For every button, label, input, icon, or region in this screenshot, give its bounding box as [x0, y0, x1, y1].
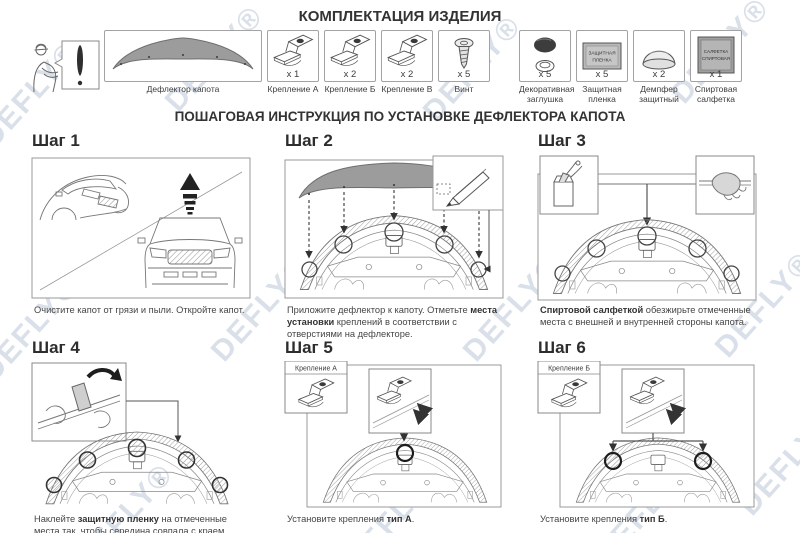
step-caption: Установите крепления тип Б. — [540, 514, 668, 524]
part-damper: x 2 Демпфер защитный — [633, 30, 685, 104]
pencil-icon — [436, 168, 490, 207]
step-2: Шаг 2 — [283, 131, 505, 339]
bracket-a-label-inset: Крепление А — [284, 361, 348, 414]
step-5: Шаг 5 Крепление А — [283, 338, 505, 533]
part-qty: x 5 — [595, 69, 609, 80]
part-film: ЗАЩИТНАЯ ПЛЕНКА x 5 Защитная пленка — [576, 30, 628, 104]
marker-circles — [554, 226, 740, 282]
step-caption: Очистите капот от грязи и пыли. Откройте… — [34, 305, 245, 315]
open-hood-car-icon — [137, 217, 243, 289]
install-bracket-inset — [368, 368, 434, 434]
install-bracket-inset — [621, 368, 687, 434]
part-bracket-b: x 2 Крепление Б — [324, 30, 376, 95]
deflector-label: Дефлектор капота — [146, 84, 220, 94]
step-caption: Приложите дефлектор к капоту. Отметьте м… — [287, 305, 498, 340]
part-label: Спиртовая салфетка — [694, 84, 738, 104]
protective-film-icon: ЗАЩИТНАЯ ПЛЕНКА — [582, 42, 622, 70]
part-label: Защитная пленка — [582, 84, 622, 104]
wipe-pack-icon — [553, 160, 583, 207]
step-title: Шаг 5 — [285, 338, 333, 357]
person-inspecting-icon — [33, 40, 100, 93]
marker-circles — [301, 222, 487, 278]
target-circles — [603, 451, 713, 471]
arrow-up-icon — [180, 173, 200, 215]
part-label: Винт — [454, 84, 474, 94]
damper-icon — [642, 50, 676, 70]
step-4-diagram — [31, 362, 229, 505]
step-3-diagram — [537, 155, 757, 301]
package-contents-title: КОМПЛЕКТАЦИЯ ИЗДЕЛИЯ — [298, 8, 502, 25]
step-caption: Установите крепления тип А. — [287, 514, 415, 524]
step-title: Шаг 6 — [538, 338, 586, 357]
step-5-diagram: Крепление А — [284, 361, 502, 508]
wiping-hand-icon — [699, 172, 751, 201]
film-marker-circles — [45, 438, 229, 494]
svg-text:ЗАЩИТНАЯ: ЗАЩИТНАЯ — [588, 51, 616, 57]
screw-arrows — [412, 402, 434, 426]
part-qty: x 2 — [652, 69, 666, 80]
step-6: Шаг 6 Крепление Б — [536, 338, 758, 533]
svg-text:СПИРТОВАЯ: СПИРТОВАЯ — [702, 56, 730, 61]
step-title: Шаг 4 — [32, 338, 80, 357]
part-qty: x 2 — [400, 69, 414, 80]
part-label: Крепление В — [381, 84, 433, 94]
pencil-inset — [432, 155, 504, 273]
part-label: Крепление Б — [324, 84, 376, 94]
apply-film-icon — [37, 368, 122, 430]
part-qty: x 1 — [709, 69, 723, 80]
step-6-diagram: Крепление Б — [537, 361, 755, 508]
alcohol-wipe-icon: САЛФЕТКА СПИРТОВАЯ — [697, 36, 735, 74]
part-wipe: САЛФЕТКА СПИРТОВАЯ x 1 Спиртовая салфетк… — [690, 30, 742, 104]
svg-text:САЛФЕТКА: САЛФЕТКА — [704, 49, 729, 54]
svg-text:Крепление Б: Крепление Б — [548, 366, 590, 373]
step-caption: Спиртовой салфеткой обезжирьте отмеченны… — [540, 305, 751, 328]
wipe-pack-inset — [539, 155, 599, 215]
deflector-item: Дефлектор капота — [104, 30, 262, 95]
step-1: Шаг 1 — [30, 131, 252, 336]
part-label: Демпфер защитный — [639, 84, 679, 104]
svg-text:Крепление А: Крепление А — [295, 366, 337, 373]
part-bracket-v: x 2 Крепление В — [381, 30, 433, 95]
steps-grid: Шаг 1 — [30, 131, 770, 533]
dirty-car-icon — [39, 174, 129, 221]
part-qty: x 5 — [538, 69, 552, 80]
target-circle — [395, 443, 415, 463]
hood-deflector-icon — [112, 37, 254, 70]
step-3: Шаг 3 — [536, 131, 758, 336]
instructions-title: ПОШАГОВАЯ ИНСТРУКЦИЯ ПО УСТАНОВКЕ ДЕФЛЕК… — [174, 109, 626, 124]
part-plug: x 5 Декоративная заглушка — [519, 30, 575, 104]
svg-text:ПЛЕНКА: ПЛЕНКА — [592, 58, 612, 64]
part-screw: x 5 Винт — [438, 30, 490, 95]
apply-film-inset — [31, 362, 127, 442]
screw-arrows — [665, 402, 687, 426]
step-1-diagram — [31, 157, 251, 299]
step-caption: Наклейте защитную пленку на отмеченные м… — [34, 514, 227, 533]
screw-icon — [454, 38, 474, 69]
step-title: Шаг 2 — [285, 131, 333, 150]
deflector-profile-icon — [77, 45, 83, 76]
part-bracket-a: x 1 Крепление А — [267, 30, 319, 95]
step-2-diagram — [284, 155, 504, 299]
part-qty: x 5 — [457, 69, 471, 80]
parts-row: Дефлектор капота x 1 Крепление А x 2 Кре… — [28, 30, 742, 104]
decorative-plug-icon — [534, 37, 556, 72]
wiping-hand-inset — [695, 155, 755, 215]
bracket-b-label-inset: Крепление Б — [537, 361, 601, 414]
step-4: Шаг 4 — [30, 338, 252, 533]
step-title: Шаг 3 — [538, 131, 586, 150]
part-qty: x 2 — [343, 69, 357, 80]
part-qty: x 1 — [286, 69, 300, 80]
part-label: Крепление А — [267, 84, 319, 94]
part-label: Декоративная заглушка — [519, 84, 575, 104]
step-title: Шаг 1 — [32, 131, 80, 150]
